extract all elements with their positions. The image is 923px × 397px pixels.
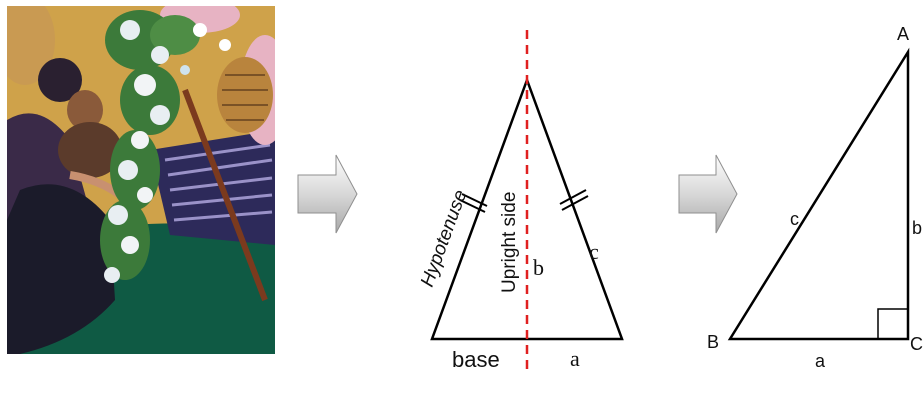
base-label: base [452,347,500,372]
right-side-a-label: a [815,351,826,371]
photo-basket-weave [222,74,268,121]
vertex-b-label: B [707,332,719,352]
arrow-right-icon-2 [678,154,738,234]
right-triangle [727,47,910,341]
side-c-label: c [589,239,599,264]
photo-head-1 [38,58,82,102]
right-side-b-label: b [912,218,922,238]
hypotenuse-label: Hypotenuse [417,187,471,289]
wedding-photo [7,6,275,354]
equal-side-tick-right-2 [561,195,589,211]
photo-flower-garland [100,10,231,283]
side-a-label: a [570,346,580,371]
upright-side-label: Upright side [499,192,520,293]
right-triangle-diagram: A B C a b c [707,24,923,371]
photo-wood-pole [182,88,268,302]
photo-basket-left [7,6,55,85]
photo-veil [58,122,122,178]
right-side-c-label: c [790,209,799,229]
vertex-c-label: C [910,334,923,354]
photo-head-2 [67,90,103,130]
equal-side-tick-right-1 [559,189,587,205]
equal-side-tick-left-1 [461,193,488,207]
equal-side-tick-left-2 [459,199,486,213]
photo-person-front [7,184,115,354]
photo-basket-right [217,57,273,133]
isosceles-triangle-diagram: Hypotenuse Upright side b c base a [417,30,624,372]
right-angle-marker [877,308,908,339]
arrow-right-icon [297,154,358,234]
side-b-label: b [533,255,544,280]
vertex-a-label: A [897,24,909,44]
